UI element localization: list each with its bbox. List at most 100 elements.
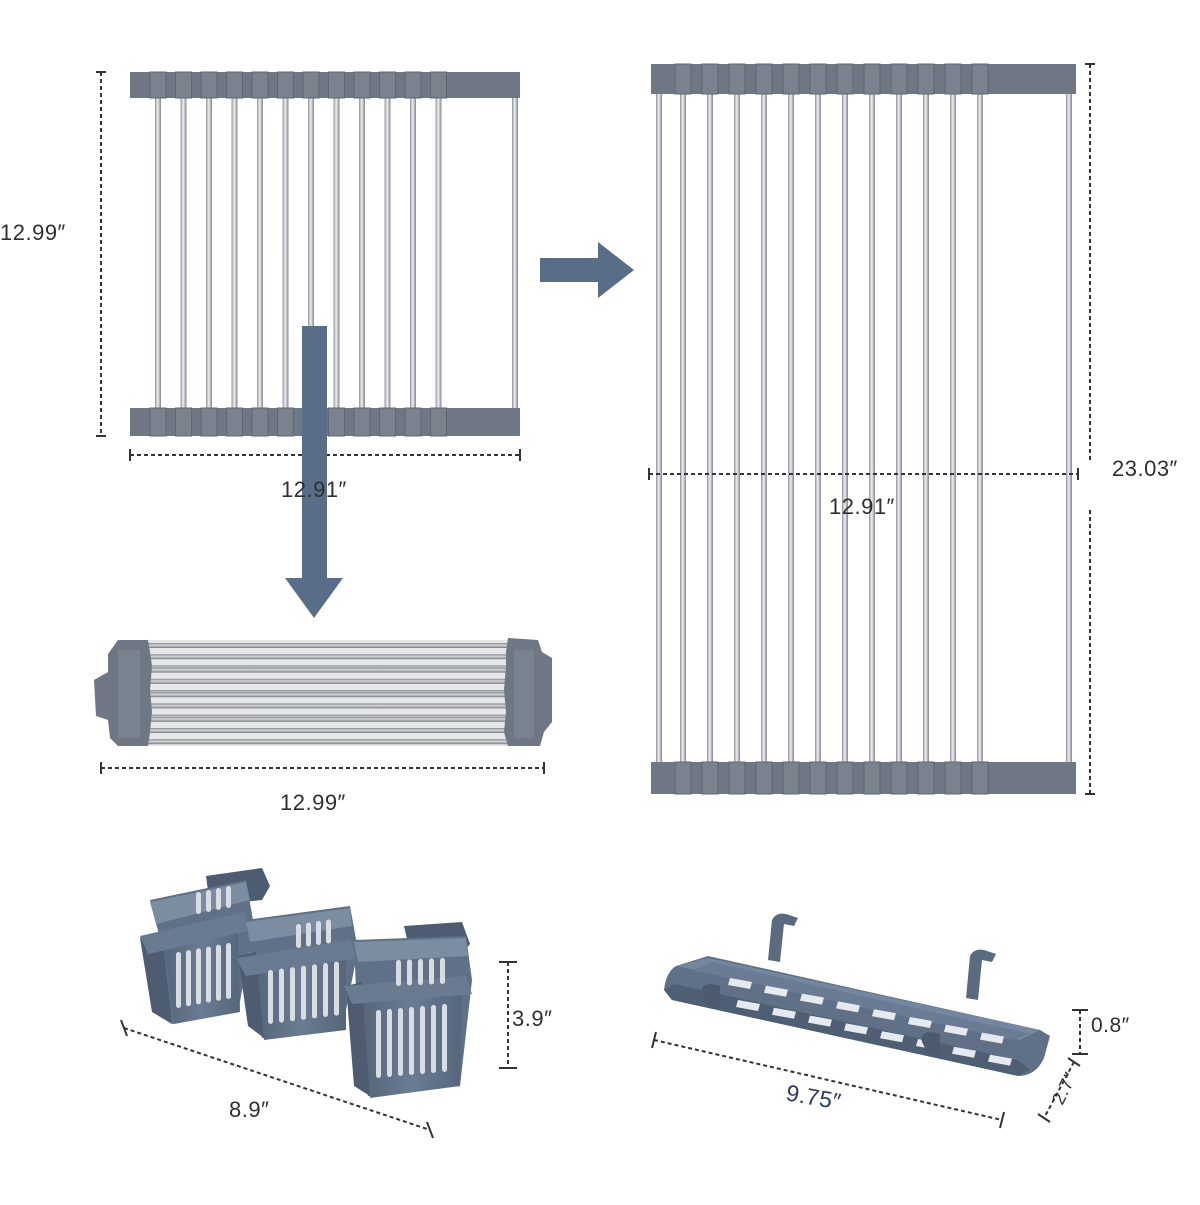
drain-slot	[728, 978, 752, 989]
rack-rod	[308, 96, 314, 410]
basket-slot	[429, 958, 434, 985]
basket-slot	[442, 1004, 447, 1072]
rail-segment	[226, 407, 243, 437]
rail-segment	[200, 407, 218, 437]
rail-segment	[404, 407, 422, 437]
rail-segment	[971, 761, 989, 795]
rack-rod	[656, 92, 662, 764]
drain-slot	[772, 1007, 796, 1019]
basket-slot	[418, 959, 423, 985]
rail-segments	[149, 71, 447, 437]
rail-segment	[430, 407, 447, 437]
rack-rod	[842, 92, 848, 764]
drain-slot	[808, 1015, 832, 1027]
basket-slot	[306, 922, 311, 947]
basket-slots	[376, 958, 447, 1078]
basket-slot	[206, 890, 211, 912]
rail-segment	[944, 761, 962, 795]
basket-slot	[323, 963, 328, 1017]
rail-segment	[175, 407, 192, 437]
tray-drain-slots	[728, 978, 1012, 1066]
basket-slot	[196, 948, 201, 1005]
rack-rod	[257, 96, 263, 410]
rail-segment	[430, 71, 447, 99]
rail-segment	[863, 63, 881, 95]
basket-slot	[216, 888, 221, 910]
basket-slot	[216, 944, 221, 1001]
rolled-rod	[126, 692, 518, 698]
rail-segment	[674, 761, 692, 795]
rail-segment	[836, 63, 854, 95]
rail-segment	[226, 71, 243, 99]
rail-segment	[701, 761, 719, 795]
basket-slot	[398, 1008, 403, 1076]
rack-rod	[815, 92, 821, 764]
rail-segment	[353, 71, 371, 99]
tray-hook	[768, 913, 798, 962]
rail-segments	[674, 63, 989, 795]
basket-slot	[420, 1006, 425, 1074]
rack-rod	[155, 96, 161, 410]
rail-segment	[277, 71, 294, 99]
right-arrow-icon	[540, 242, 634, 298]
basket-slot	[387, 1009, 392, 1077]
rolled-rod	[126, 643, 518, 648]
rail-segment	[782, 761, 800, 795]
basket-slot	[409, 1007, 414, 1075]
rolled-rod	[126, 678, 518, 684]
tray-hook	[966, 949, 996, 1000]
basket-slot	[268, 970, 273, 1024]
rolled-rod	[126, 728, 518, 733]
rail-segment	[809, 63, 827, 95]
basket-slot	[312, 964, 317, 1019]
rolled-rod	[126, 716, 518, 722]
basket-height-label: 3.9″	[512, 1006, 553, 1031]
rack-rod	[734, 92, 740, 764]
rail-segment	[149, 71, 167, 99]
rail-segment	[971, 63, 989, 95]
drain-slot	[952, 1046, 976, 1058]
rack-width-label: 12.91″	[281, 477, 347, 502]
rolled-shadow	[126, 640, 518, 746]
rack-height-label: 12.99″	[0, 220, 66, 245]
sponge-tray	[664, 913, 1050, 1076]
drain-slot	[800, 993, 824, 1005]
basket-slot	[226, 943, 231, 999]
drain-slot	[764, 985, 788, 997]
rolled-rod	[126, 667, 518, 673]
rail-segment	[917, 761, 935, 795]
rail-segment	[200, 71, 218, 99]
rack-rod	[869, 92, 875, 764]
rail-segment	[277, 407, 294, 437]
rail-segment	[755, 761, 773, 795]
rack-rod	[333, 96, 340, 410]
rack-rod	[680, 92, 686, 764]
basket-slot	[396, 960, 401, 986]
basket-middle	[236, 906, 358, 1040]
rolled-length-label: 12.99″	[280, 790, 346, 815]
rail-segment	[674, 63, 692, 95]
basket-slots	[268, 919, 339, 1024]
basket-slot	[316, 921, 321, 945]
rolled-rods	[126, 640, 518, 746]
basket-right	[344, 936, 472, 1098]
drain-slot	[872, 1009, 896, 1021]
rack-rod	[923, 92, 929, 764]
drain-slot	[944, 1024, 968, 1036]
rail-segment	[379, 71, 396, 99]
basket-slot	[206, 946, 211, 1003]
tray-length-dimension-line	[653, 1039, 1003, 1121]
utensil-basket-set	[140, 868, 472, 1098]
rolled-rack	[94, 638, 552, 746]
drain-slot	[880, 1031, 904, 1043]
down-arrow-icon	[285, 326, 343, 618]
rail-segment	[755, 63, 773, 95]
extended-width-label: 12.91″	[829, 494, 895, 519]
tray-height-label: 0.8″	[1091, 1014, 1130, 1037]
drain-slot	[836, 1001, 860, 1013]
basket-slot	[176, 952, 181, 1008]
rail-segment	[149, 407, 167, 437]
rack-rod	[206, 96, 212, 410]
drain-slot	[844, 1023, 868, 1035]
rail-segment	[728, 761, 746, 795]
